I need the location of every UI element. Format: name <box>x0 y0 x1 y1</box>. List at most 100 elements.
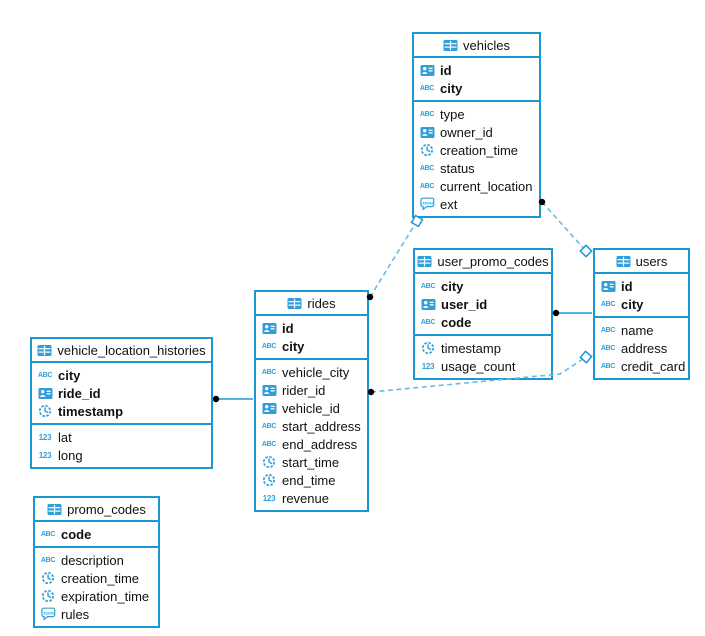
column-row[interactable]: JSON rules <box>35 605 158 623</box>
column-row[interactable]: ride_id <box>32 384 211 402</box>
table-header[interactable]: user_promo_codes <box>415 250 551 274</box>
number-type-icon: 123 <box>38 450 52 460</box>
column-name: code <box>441 314 472 330</box>
table-header[interactable]: promo_codes <box>35 498 158 522</box>
column-row[interactable]: start_time <box>256 453 367 471</box>
svg-text:JSON: JSON <box>42 610 53 615</box>
column-name: start_address <box>282 418 361 434</box>
column-row[interactable]: owner_id <box>414 123 539 141</box>
number-type-icon: 123 <box>38 432 52 442</box>
string-type-icon: ABC <box>261 368 277 376</box>
column-row[interactable]: timestamp <box>415 339 551 357</box>
id-type-icon <box>260 402 278 415</box>
column-name: code <box>61 526 92 542</box>
string-type-icon: ABC <box>419 164 435 172</box>
column-name: creation_time <box>440 142 519 158</box>
column-name: ride_id <box>58 385 101 401</box>
column-row[interactable]: id <box>595 277 688 295</box>
column-row[interactable]: 123 usage_count <box>415 357 551 375</box>
id-type-icon <box>418 126 436 139</box>
string-type-icon: ABC <box>261 440 277 448</box>
string-type-icon: ABC <box>40 530 56 538</box>
table-header[interactable]: rides <box>256 292 367 316</box>
string-type-icon: ABC <box>419 84 435 92</box>
relation-endpoint-dot <box>538 198 546 206</box>
column-name: id <box>282 320 294 336</box>
table-title: users <box>635 253 668 269</box>
column-row[interactable]: end_time <box>256 471 367 489</box>
string-type-icon: ABC <box>600 300 616 308</box>
primary-key-section: ABC code <box>35 522 158 548</box>
id-type-icon <box>418 64 436 77</box>
column-row[interactable]: expiration_time <box>35 587 158 605</box>
column-row[interactable]: rider_id <box>256 381 367 399</box>
column-name: city <box>440 80 463 96</box>
json-type-icon: JSON <box>39 607 57 621</box>
table-icon <box>417 255 432 268</box>
table-header[interactable]: vehicles <box>414 34 539 58</box>
column-name: usage_count <box>441 358 516 374</box>
relation-line-rides-vehicles[interactable] <box>369 220 418 298</box>
relation-line-vehicles-users[interactable] <box>541 201 587 252</box>
string-type-icon: ABC <box>261 342 277 350</box>
column-row[interactable]: ABC city <box>414 79 539 97</box>
column-name: rules <box>61 606 90 622</box>
timestamp-type-icon <box>419 341 437 355</box>
column-row[interactable]: timestamp <box>32 402 211 420</box>
column-name: status <box>440 160 475 176</box>
string-type-icon: ABC <box>600 344 616 352</box>
table-title: promo_codes <box>67 501 146 517</box>
column-row[interactable]: user_id <box>415 295 551 313</box>
table-header[interactable]: vehicle_location_histories <box>32 339 211 363</box>
column-row[interactable]: vehicle_id <box>256 399 367 417</box>
relation-endpoint-diamond <box>579 244 593 258</box>
column-row[interactable]: creation_time <box>414 141 539 159</box>
id-type-icon <box>36 387 54 400</box>
column-row[interactable]: ABC address <box>595 339 688 357</box>
column-row[interactable]: ABC status <box>414 159 539 177</box>
string-type-icon: ABC <box>600 326 616 334</box>
relation-line-rides-users[interactable] <box>370 356 587 393</box>
column-name: address <box>621 340 668 356</box>
column-row[interactable]: ABC code <box>35 525 158 543</box>
column-name: type <box>440 106 465 122</box>
string-type-icon: ABC <box>420 318 436 326</box>
column-row[interactable]: id <box>256 319 367 337</box>
column-row[interactable]: creation_time <box>35 569 158 587</box>
column-row[interactable]: ABC code <box>415 313 551 331</box>
table-header[interactable]: users <box>595 250 688 274</box>
number-type-icon: 123 <box>421 361 435 371</box>
column-row[interactable]: id <box>414 61 539 79</box>
table-icon <box>443 39 458 52</box>
timestamp-type-icon <box>260 473 278 487</box>
